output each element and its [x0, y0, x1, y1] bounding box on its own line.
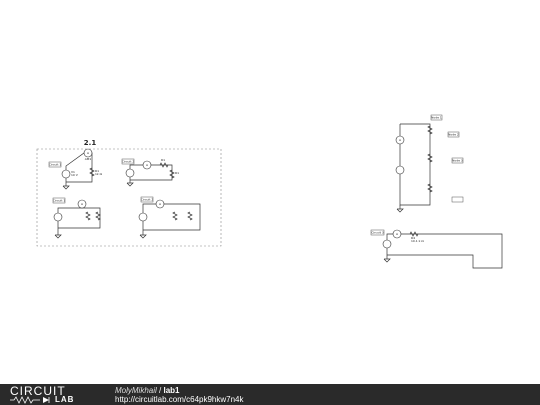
schematic-canvas: 2.1 Circuit 1 A AM1 V1 10 V R1 1k Ω Circ…	[36, 114, 503, 269]
wire	[386, 233, 503, 269]
probe-tag-text: Circuit 2	[141, 198, 154, 202]
ammeter	[77, 199, 87, 209]
section-2-1-group: 2.1 Circuit 1 A AM1 V1 10 V R1 1k Ω Circ…	[36, 139, 222, 247]
resistor-value: 1k Ω	[95, 172, 103, 176]
resistor-label: R1	[95, 169, 99, 173]
probe-tag	[451, 157, 464, 164]
voltage-source	[395, 165, 405, 175]
probe-tag-text: Circuit 1	[49, 163, 62, 167]
logo-text-top: CIRCUIT	[10, 384, 66, 398]
resistor	[89, 167, 95, 177]
probe-tag	[52, 197, 66, 204]
probe-tag-text: Circuit 2	[122, 160, 135, 164]
resistor	[172, 211, 178, 221]
resistor-label: R4	[411, 236, 415, 240]
probe-tag-text: Node 1	[431, 116, 442, 120]
ammeter-symbol: A	[81, 202, 84, 206]
probe-tag-text: Node 2	[448, 133, 459, 137]
resistor	[159, 162, 169, 168]
voltage-source	[61, 169, 71, 179]
resistor-label: R1	[161, 158, 165, 162]
ground-symbol	[62, 185, 70, 190]
resistor	[85, 211, 91, 221]
ammeter-symbol: A	[87, 151, 90, 155]
ground-symbol	[54, 234, 62, 239]
probe-tag	[370, 229, 385, 236]
probe-tag	[430, 114, 443, 121]
section-frame	[36, 148, 222, 247]
source-label: V1	[71, 170, 75, 174]
circuit-c[interactable]: Circuit 1 A	[52, 197, 101, 239]
ammeter	[83, 148, 93, 158]
probe-tag	[451, 196, 464, 203]
ammeter	[155, 199, 165, 209]
source-value: 10 V	[71, 173, 79, 177]
footer-bar: CIRCUIT LAB MolyMikhail / lab1 http://ci…	[0, 384, 540, 405]
wire	[57, 207, 101, 229]
resistor	[95, 211, 101, 221]
probe-tag-text: Circuit 3	[371, 231, 384, 235]
voltage-source	[53, 212, 63, 222]
ammeter-symbol: A	[396, 232, 399, 236]
ammeter	[395, 135, 405, 145]
series-circuit[interactable]: Circuit 3 A R4 10.1 k Ω	[370, 229, 503, 269]
voltage-source	[382, 239, 392, 249]
resistor	[427, 183, 433, 193]
probe-tag	[121, 158, 135, 165]
section-title: 2.1	[84, 139, 97, 147]
probe-tag	[140, 196, 154, 203]
logo-text-bottom: LAB	[55, 395, 75, 404]
probe-tag-text: Circuit 1	[53, 199, 66, 203]
wire	[129, 164, 173, 181]
resistor	[409, 231, 419, 237]
resistor	[187, 211, 193, 221]
ground-symbol	[396, 208, 404, 213]
ground-symbol	[139, 234, 147, 239]
circuitlab-logo[interactable]: CIRCUIT LAB	[10, 385, 98, 404]
logo-waveform-icon	[10, 396, 50, 404]
resistor-label: R1	[175, 171, 179, 175]
ammeter-symbol: A	[399, 138, 402, 142]
resistor	[427, 153, 433, 163]
circuit-url[interactable]: http://circuitlab.com/c64pk9hkw7n4k	[115, 395, 244, 404]
circuit-a[interactable]: Circuit 1 A AM1 V1 10 V R1 1k Ω	[48, 148, 103, 190]
ammeter-label: AM1	[85, 157, 92, 161]
ground-symbol	[383, 258, 391, 263]
wire	[399, 123, 431, 206]
circuit-b[interactable]: Circuit 2 A R1 R1	[121, 158, 179, 187]
byline-separator: /	[156, 386, 164, 395]
probe-tag	[447, 131, 460, 138]
ammeter-symbol: A	[146, 163, 149, 167]
circuit-d[interactable]: Circuit 2 A	[138, 196, 201, 239]
ground-symbol	[126, 182, 134, 187]
probe-tag-text: Node 3	[452, 159, 463, 163]
voltage-source	[138, 212, 148, 222]
resistor	[427, 125, 433, 135]
wire	[142, 203, 201, 231]
ammeter	[392, 229, 402, 239]
voltage-source	[125, 168, 135, 178]
resistor	[169, 169, 175, 179]
ammeter-symbol: A	[159, 202, 162, 206]
divider-circuit[interactable]: A Node 1 Node 2 Node 3	[395, 114, 464, 213]
ammeter	[142, 160, 152, 170]
circuit-byline: MolyMikhail / lab1	[115, 386, 179, 395]
author-link[interactable]: MolyMikhail	[115, 386, 157, 395]
resistor-value: 10.1 k Ω	[411, 239, 424, 243]
circuit-name[interactable]: lab1	[163, 386, 180, 395]
probe-tag	[48, 161, 62, 168]
